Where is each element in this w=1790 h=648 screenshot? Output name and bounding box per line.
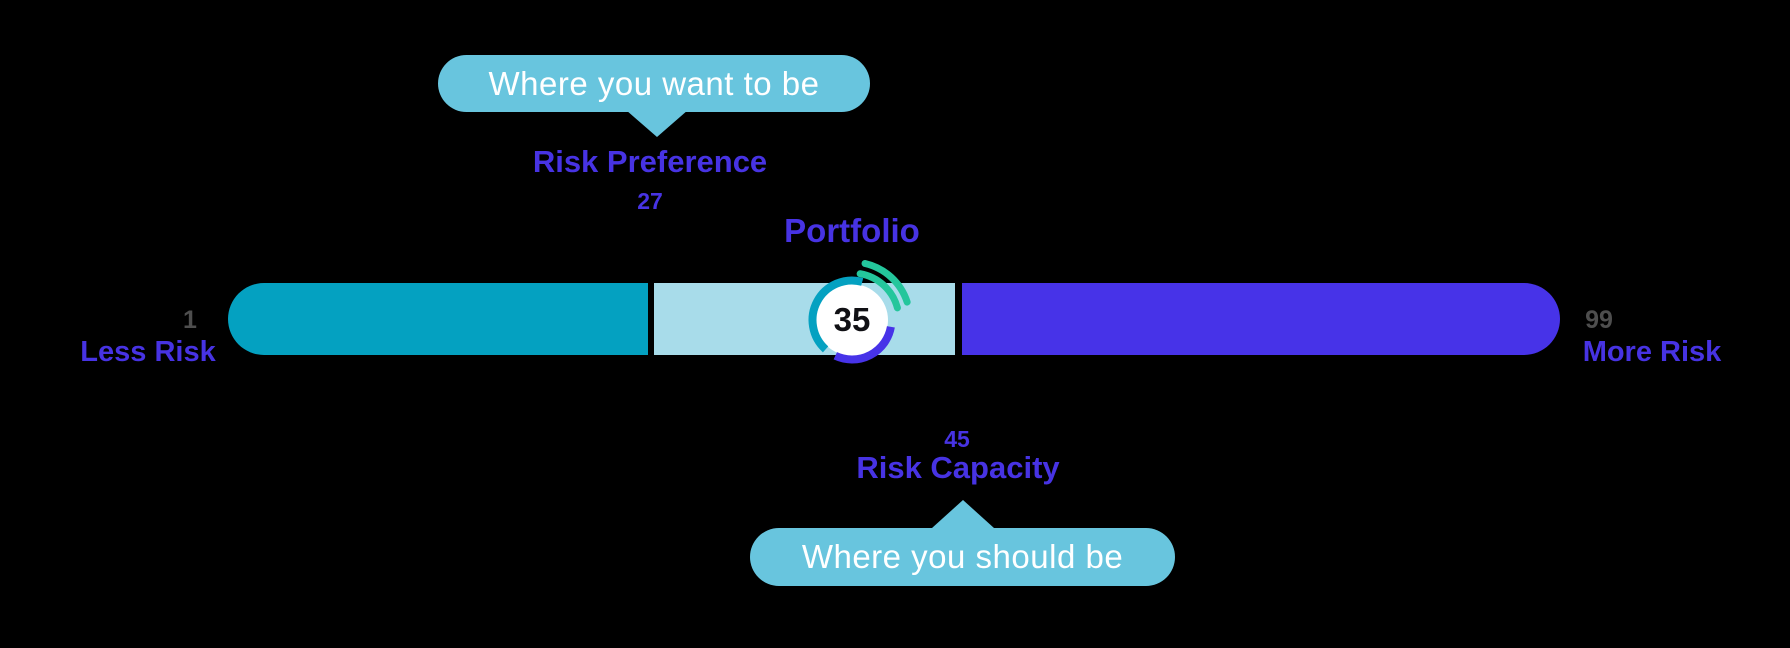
signal-arc-inner-icon (856, 270, 901, 312)
risk-capacity-title: Risk Capacity (856, 450, 1060, 485)
badge-disc (816, 284, 888, 356)
should-be-tooltip-label: Where you should be (801, 538, 1124, 575)
tooltip-tail-up-icon (932, 500, 994, 528)
scale-min-number: 1 (183, 306, 197, 334)
risk-preference-title: Risk Preference (532, 144, 768, 179)
signal-arc-outer-icon (861, 259, 911, 306)
bar-segment-teal (228, 283, 648, 355)
tooltip-tail-down-icon (626, 110, 688, 137)
scale-max-number: 99 (1585, 306, 1613, 334)
bar-segment-purple (962, 283, 1560, 355)
should-be-tooltip: Where you should be (750, 528, 1175, 586)
risk-preference-value: 27 (637, 188, 663, 214)
badge-ring-teal-arc (808, 276, 864, 353)
portfolio-title: Portfolio (784, 212, 920, 249)
want-to-be-tooltip: Where you want to be (438, 55, 870, 112)
badge-ring-purple-arc (833, 325, 895, 364)
want-to-be-tooltip-label: Where you want to be (488, 64, 820, 102)
scale-max-label: More Risk (1582, 336, 1722, 368)
scale-min-label: Less Risk (80, 336, 216, 368)
portfolio-value: 35 (834, 301, 871, 338)
risk-capacity-value: 45 (944, 426, 970, 452)
portfolio-score-badge: 35 (808, 259, 911, 364)
